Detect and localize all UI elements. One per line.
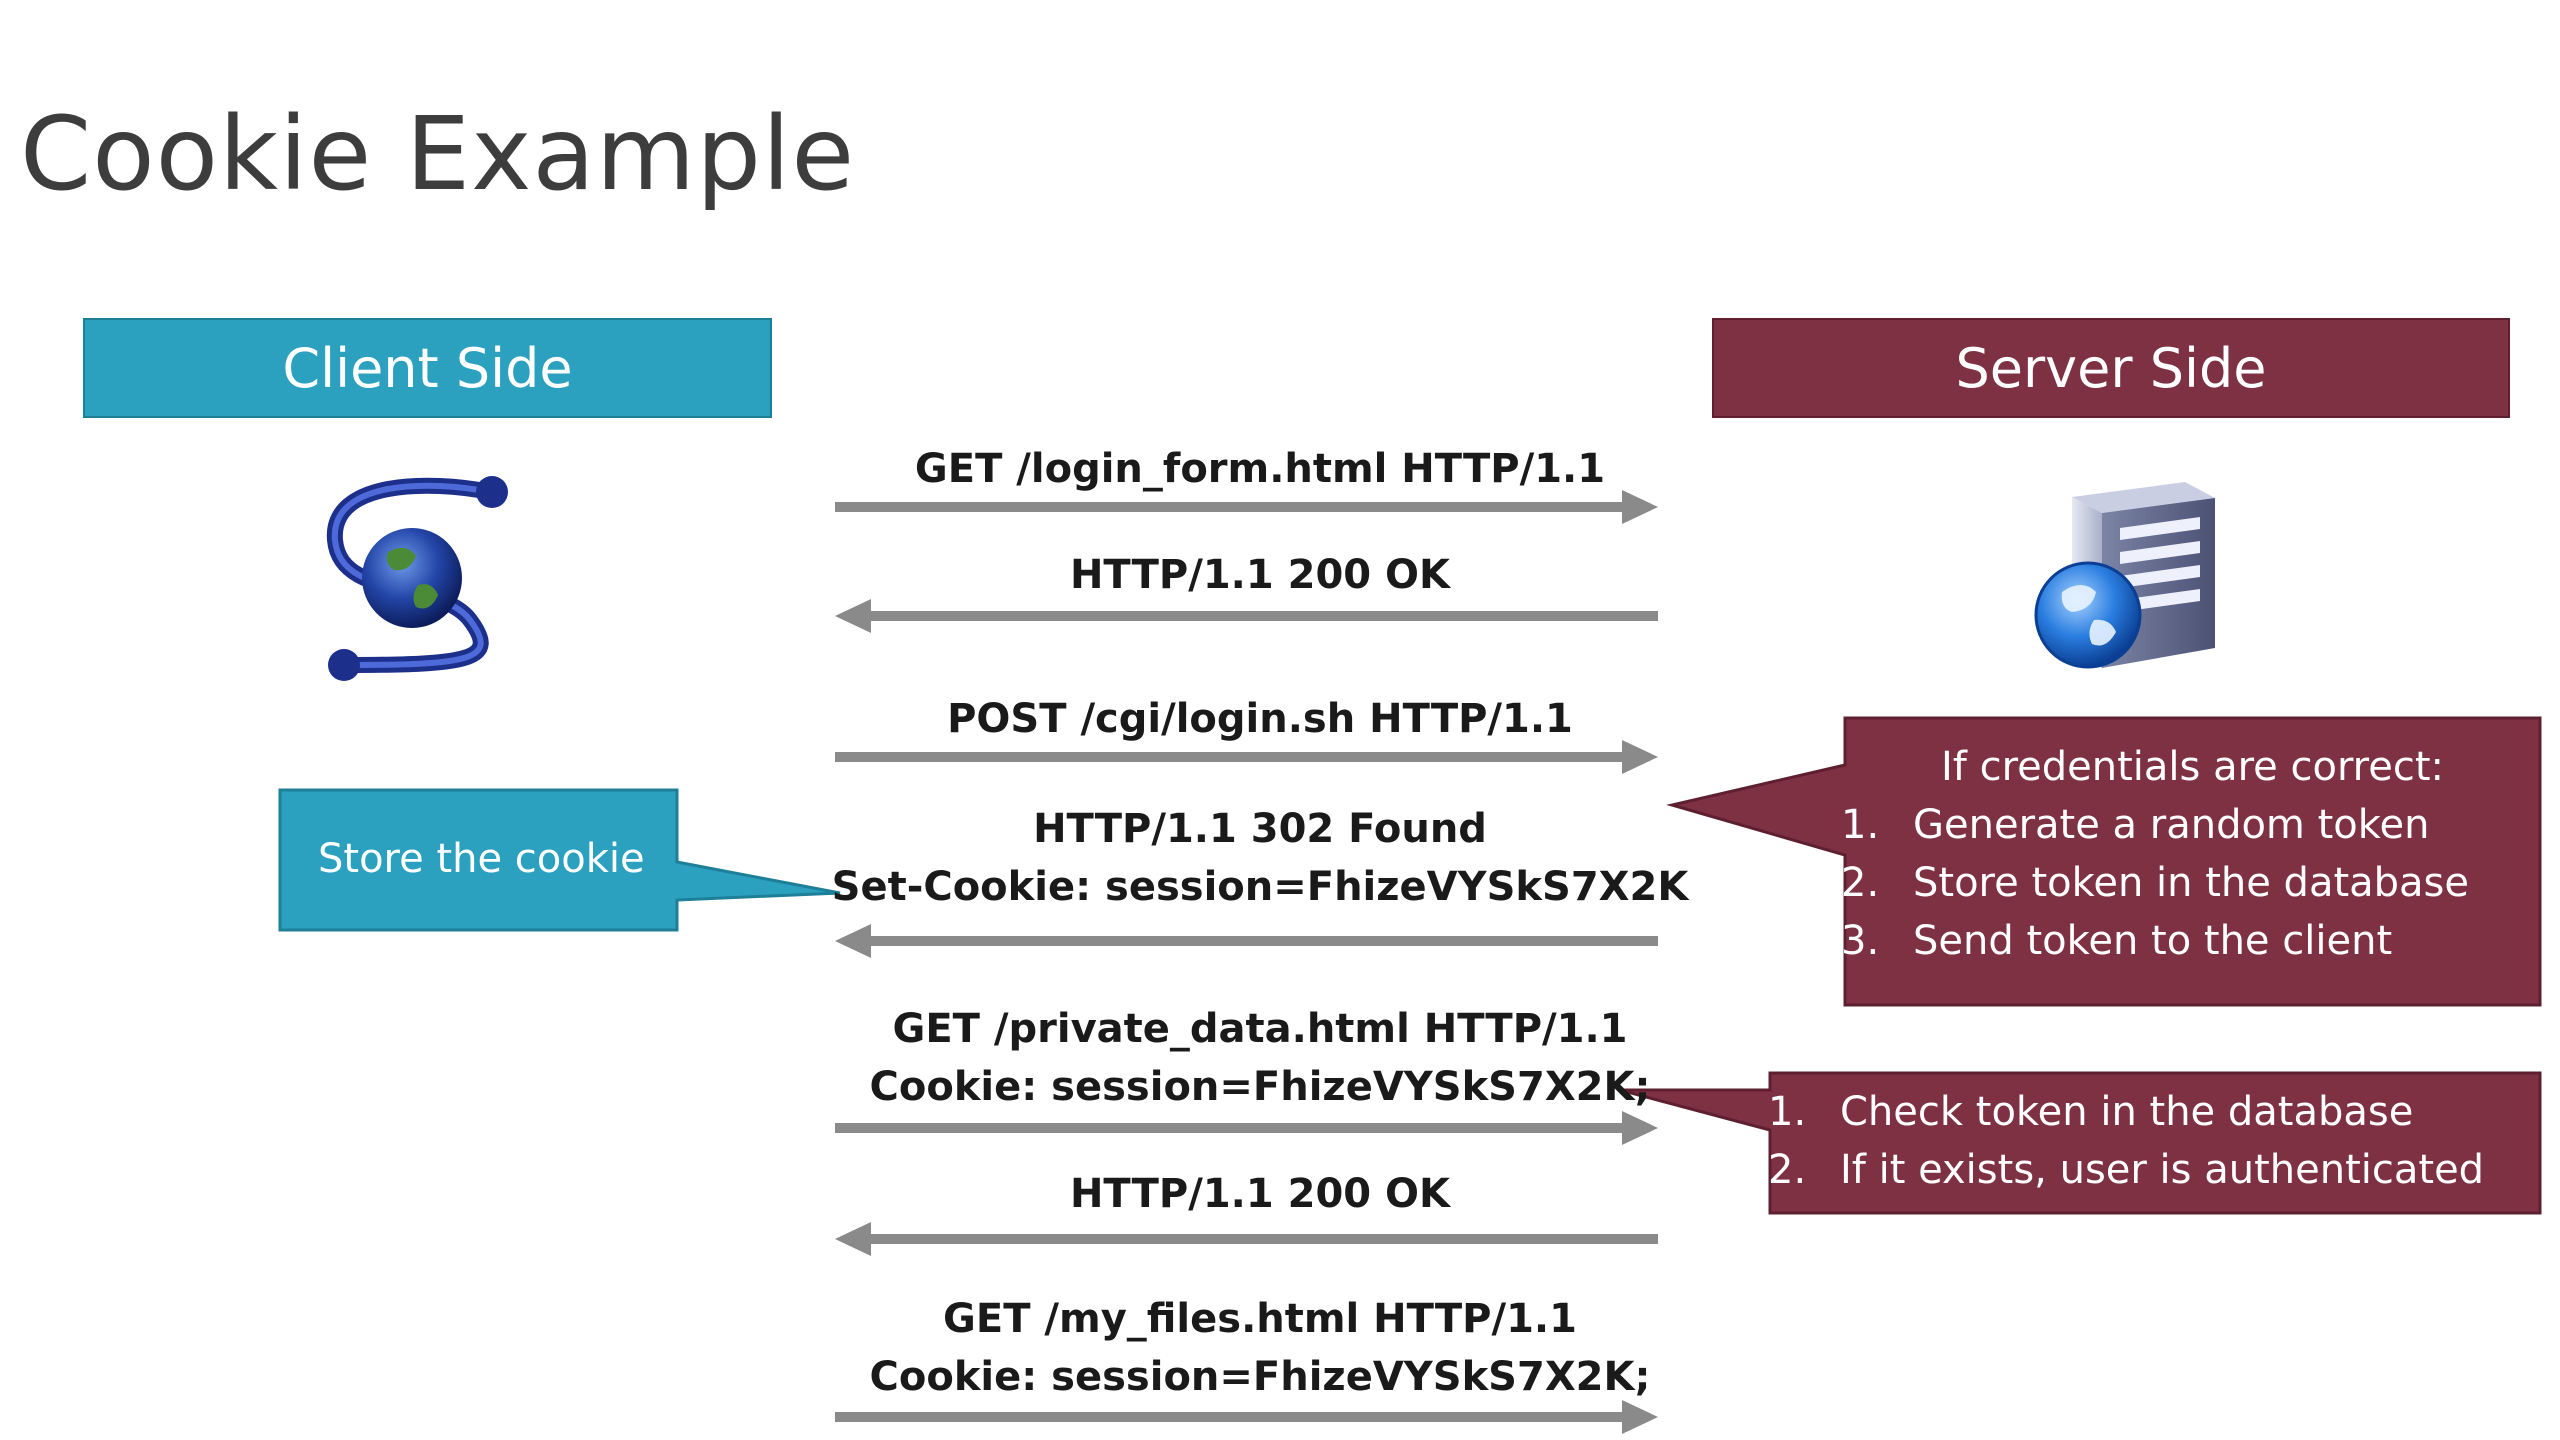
arrow-to-server (835, 1400, 1658, 1434)
arrow-to-client (835, 924, 1658, 958)
slide-title: Cookie Example (20, 95, 856, 214)
message-label: POST /cgi/login.sh HTTP/1.1 (820, 690, 1700, 748)
list-item: 2. If it exists, user is authenticated (1768, 1147, 2485, 1193)
check-token-callout-text: 1. Check token in the database 2. If it … (1768, 1083, 2484, 1199)
message-label: GET /login_form.html HTTP/1.1 (820, 440, 1700, 498)
store-cookie-callout-shape (278, 788, 841, 932)
client-side-header: Client Side (83, 318, 772, 418)
credentials-callout-text: If credentials are correct: 1. Generate … (1841, 738, 2540, 970)
arrow-to-client (835, 599, 1658, 633)
arrow-to-server (835, 740, 1658, 774)
message-line: HTTP/1.1 302 Found (1033, 806, 1487, 852)
message-line: GET /my_files.html HTTP/1.1 (943, 1296, 1577, 1342)
message-line: GET /private_data.html HTTP/1.1 (892, 1006, 1628, 1052)
arrow-to-client (835, 1222, 1658, 1256)
server-side-label: Server Side (1955, 336, 2267, 400)
message-label: GET /private_data.html HTTP/1.1 Cookie: … (820, 1000, 1700, 1116)
web-server-icon (2034, 482, 2215, 669)
message-line: HTTP/1.1 200 OK (1069, 552, 1451, 598)
message-arrows (835, 490, 1658, 1434)
credentials-heading: If credentials are correct: (1940, 744, 2445, 790)
message-label: GET /my_files.html HTTP/1.1 Cookie: sess… (820, 1290, 1700, 1406)
list-item: 1. Generate a random token (1841, 802, 2430, 848)
store-cookie-text: Store the cookie (318, 836, 645, 882)
server-side-header: Server Side (1712, 318, 2510, 418)
arrow-to-server (835, 490, 1658, 524)
internet-client-icon (326, 476, 508, 681)
message-line: GET /login_form.html HTTP/1.1 (914, 446, 1606, 492)
check-token-callout-shape (1619, 1071, 2542, 1215)
list-item: 2. Store token in the database (1841, 860, 2469, 906)
message-line: POST /cgi/login.sh HTTP/1.1 (947, 696, 1573, 742)
message-label: HTTP/1.1 200 OK (820, 546, 1700, 604)
message-label: HTTP/1.1 302 Found Set-Cookie: session=F… (820, 800, 1700, 916)
message-line: Cookie: session=FhizeVYSkS7X2K; (869, 1354, 1651, 1400)
list-item: 3. Send token to the client (1841, 918, 2393, 964)
client-side-label: Client Side (282, 336, 573, 400)
arrow-to-server (835, 1111, 1658, 1145)
message-line: Cookie: session=FhizeVYSkS7X2K; (869, 1064, 1651, 1110)
message-line: Set-Cookie: session=FhizeVYSkS7X2K (831, 864, 1689, 910)
credentials-callout-shape (1666, 716, 2542, 1007)
list-item: 1. Check token in the database (1768, 1089, 2414, 1135)
message-label: HTTP/1.1 200 OK (820, 1165, 1700, 1223)
message-line: HTTP/1.1 200 OK (1069, 1171, 1451, 1217)
